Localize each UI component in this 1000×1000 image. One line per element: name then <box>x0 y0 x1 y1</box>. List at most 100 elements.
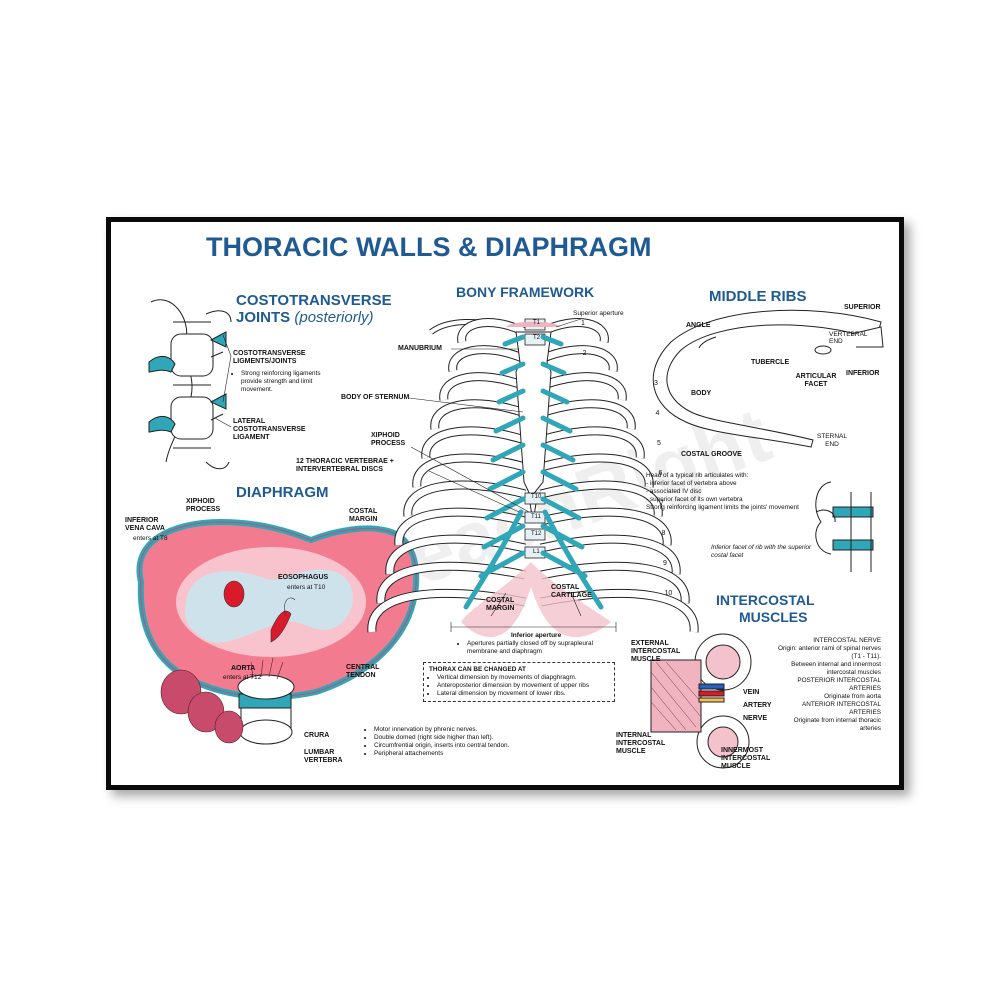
costal-cartilage-segment <box>481 523 526 550</box>
manubrium-label: MANUBRIUM <box>398 345 442 352</box>
rib-number: 6 <box>658 470 663 477</box>
thorax-box-item: Vertical dimension by movements of diapg… <box>437 674 609 682</box>
costal-cartilage-segment <box>484 496 526 521</box>
rib-note: - associated IV disc <box>646 488 702 495</box>
diaphragm-illustration <box>136 518 420 745</box>
vertebra-label-t1: T1 <box>533 320 541 326</box>
costotransverse-illustration <box>148 299 232 470</box>
rib-fill <box>413 454 526 488</box>
rib-articulation-illustration <box>815 481 874 572</box>
rib-fill <box>395 508 526 546</box>
posterior-arteries-heading: POSTERIOR INTERCOSTAL ARTERIES <box>797 677 881 692</box>
diaphragm-costal-margin-label: COSTAL MARGIN <box>349 508 378 523</box>
rib-note: Head of a typical rib articulates with: <box>646 472 749 479</box>
costal-cartilage-segment <box>540 388 570 405</box>
xiphoid-label: XIPHOID PROCESS <box>371 432 406 447</box>
diaphragm-note: Circumfrential origin, inserts into cent… <box>374 742 566 750</box>
lateral-costotransverse-label: LATERAL COSTOTRANSVERSE LIGAMENT <box>233 418 306 441</box>
costal-cartilage-segment <box>540 415 573 434</box>
costal-cartilage-segment <box>540 334 564 347</box>
aperture-note-text: Apertures partially closed off by suprap… <box>467 640 619 656</box>
rib-note: Strong reinforcing ligament limits the j… <box>646 504 799 511</box>
rib-note: - inferior facet of vertebra above <box>646 480 737 487</box>
costotransverse-heading: COSTOTRANSVERSE <box>236 292 392 309</box>
rib-fill <box>540 508 671 546</box>
vein-label: VEIN <box>743 689 760 696</box>
costotransverse-ligament-label: COSTOTRANSVERSE LIGMENTS/JOINTS <box>233 350 306 365</box>
poster: ReachRight <box>106 217 904 790</box>
tubercle-label: TUBERCLE <box>751 359 790 366</box>
diaphragm-note: Motor innervation by phrenic nerves. <box>374 726 566 734</box>
costal-margin-cartilage <box>463 509 524 610</box>
inferior-label: INFERIOR <box>846 370 880 377</box>
rib-fill <box>422 427 527 459</box>
nerve-item: Origin: anterior rami of spinal nerves (… <box>777 645 881 660</box>
costal-cartilage-segment <box>490 442 526 463</box>
costal-cartilage-segment <box>487 469 526 492</box>
costotransverse-note-text: Strong reinforcing ligaments provide str… <box>241 370 333 394</box>
costal-cartilage-segment <box>540 361 567 376</box>
nerve-label: NERVE <box>743 715 767 722</box>
vertebra-label-t2: T2 <box>533 335 541 341</box>
middle-ribs-heading: MIDDLE RIBS <box>709 288 807 305</box>
costal-margin-label: COSTAL MARGIN <box>486 597 515 612</box>
thoracic-vertebrae-label: 12 THORACIC VERTEBRAE + INTERVERTEBRAL D… <box>296 458 394 473</box>
central-tendon-label: CENTRAL TENDON <box>346 664 380 679</box>
costotransverse-heading-note: (posteriorly) <box>294 309 374 326</box>
internal-intercostal-label: INTERNAL INTERCOSTAL MUSCLE <box>616 732 666 755</box>
innermost-intercostal-label: INNERMOST INTERCOSTAL MUSCLE <box>721 747 771 770</box>
diaphragm-heading: DIAPHRAGM <box>236 484 329 501</box>
costotransverse-heading-line2: JOINTS (posteriorly) <box>236 309 374 326</box>
rib-fill <box>539 400 635 430</box>
diaphragm-note: Double domed (right side higher than lef… <box>374 734 566 742</box>
intercostal-nerve-notes: INTERCOSTAL NERVE Origin: anterior rami … <box>771 637 881 733</box>
esophagus-label: EOSOPHAGUS <box>278 574 329 581</box>
rib-number: 10 <box>664 590 673 597</box>
anterior-arteries-heading: ANTERIOR INTERCOSTAL ARTERIES <box>801 701 881 716</box>
costotransverse-note: Strong reinforcing ligaments provide str… <box>233 370 333 394</box>
rib-note: - superior facet of its own vertebra <box>646 496 743 503</box>
sternal-end-label: STERNAL END <box>817 433 847 448</box>
articular-facet-label: ARTICULAR FACET <box>795 373 837 388</box>
costotransverse-heading-word: JOINTS <box>236 309 291 326</box>
rib-fill <box>539 319 608 343</box>
costal-cartilage-segment <box>499 361 526 376</box>
vertebra-label-l1: L1 <box>533 549 540 555</box>
nerve-item: Between internal and innermost intercost… <box>791 661 881 676</box>
costal-cartilage-segment <box>540 523 585 550</box>
artery-label: ARTERY <box>743 702 772 709</box>
rib-number: 1 <box>581 320 585 327</box>
superior-label: SUPERIOR <box>844 304 881 311</box>
costal-cartilage-segment <box>493 415 526 434</box>
rib-fill <box>386 535 526 575</box>
rib-number: 7 <box>660 500 664 507</box>
vertebra-label-t11: T11 <box>531 514 541 520</box>
rib-number: 2 <box>582 350 587 357</box>
ivc-label: INFERIOR VENA CAVA <box>125 517 165 532</box>
inferior-aperture-label: Inferior aperture <box>511 632 562 639</box>
crura-label: CRURA <box>304 732 330 739</box>
bony-framework-heading: BONY FRAMEWORK <box>456 284 595 300</box>
rib-fill <box>539 373 626 401</box>
costal-cartilage-segment <box>540 496 582 521</box>
vertebra-label-t12: T12 <box>531 531 542 537</box>
angle-label: ANGLE <box>686 322 711 329</box>
facet-note: Inferior facet of rib with the superior … <box>711 544 812 559</box>
esophagus-note: enters at T10 <box>287 584 326 591</box>
rib-cage-illustration <box>367 318 699 638</box>
posterior-arteries-item: Originate from aorta <box>824 693 881 700</box>
costal-margin-cartilage <box>542 509 604 610</box>
thorax-box-item: Anteroposterior dimension by movement of… <box>437 682 609 690</box>
vertebral-end-label: VERTEBRAL END <box>829 331 868 345</box>
ivc-note: enters at T8 <box>133 535 168 542</box>
vertebra-block <box>524 528 546 541</box>
middle-ribs-notes: Head of a typical rib articulates with: … <box>646 472 816 512</box>
diaphragm-notes: Motor innervation by phrenic nerves. Dou… <box>366 726 566 758</box>
nerve-heading: INTERCOSTAL NERVE <box>813 637 881 644</box>
rib-fill <box>404 481 526 517</box>
costal-cartilage-segment <box>540 442 576 463</box>
rib-fill <box>540 481 662 517</box>
rib-fill <box>540 535 680 575</box>
aperture-note: Apertures partially closed off by suprap… <box>459 640 619 656</box>
rib-number: 9 <box>663 560 667 567</box>
